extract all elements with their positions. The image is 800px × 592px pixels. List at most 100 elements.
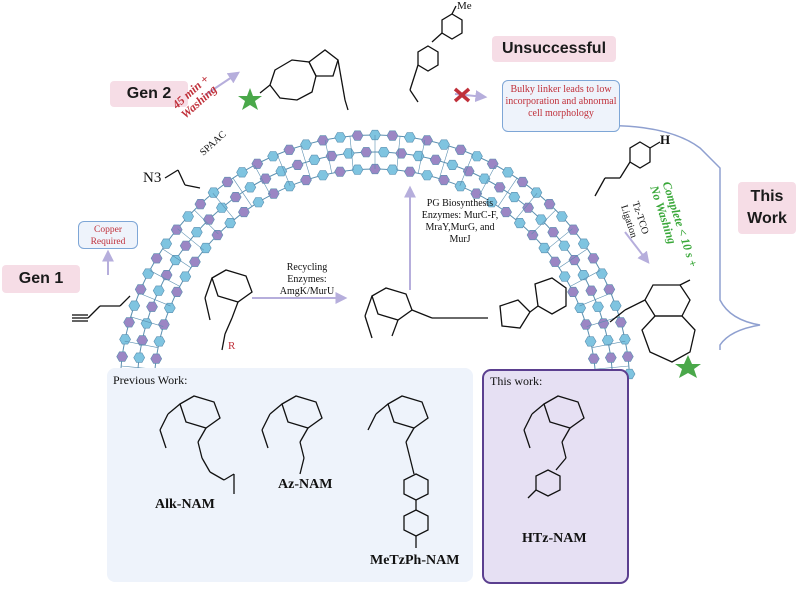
glycan-hexagon (123, 317, 135, 328)
glycan-hexagon (530, 187, 543, 198)
glycan-hexagon (300, 175, 312, 186)
glycan-hexagon (421, 135, 433, 146)
glycan-hexagon (493, 182, 506, 193)
glycan-hexagon (229, 192, 242, 203)
glycan-hexagon (160, 238, 173, 249)
glycan-hexagon (224, 218, 237, 229)
peptide-crosslink (558, 248, 588, 268)
glycan-hexagon (567, 224, 580, 235)
this-work-panel-header: This work: (490, 374, 543, 388)
htz-nam-name: HTz-NAM (522, 531, 587, 546)
glycan-hexagon (351, 164, 364, 175)
tz-tco-product-structure (609, 279, 696, 363)
glycan-hexagon (500, 207, 512, 218)
glycan-hexagon (403, 132, 416, 143)
glycan-hexagon (252, 197, 265, 208)
glycan-hexagon (342, 148, 355, 159)
glycan-hexagon (438, 139, 450, 150)
peptide-crosslink (349, 136, 354, 171)
peptide-crosslink (276, 154, 291, 187)
peptide-crosslink (497, 178, 518, 207)
glycan-hexagon (236, 167, 248, 178)
glycan-hexagon (577, 238, 590, 249)
glycan-hexagon (238, 207, 250, 218)
glycan-hexagon (558, 240, 571, 251)
glycan-hexagon (526, 230, 539, 241)
glycan-hexagon (150, 253, 163, 264)
glycan-hexagon (601, 335, 614, 346)
glycan-hexagon (216, 202, 228, 213)
glycan-hexagon (140, 318, 153, 329)
glycan-hexagon (585, 285, 598, 296)
peptide-crosslink (545, 228, 573, 251)
glycan-hexagon (587, 353, 600, 364)
previous-work-panel (107, 368, 473, 582)
peptide-crosslink (130, 316, 164, 327)
glycan-hexagon (513, 218, 526, 229)
glycan-hexagon (169, 255, 182, 266)
glycan-hexagon (334, 132, 347, 143)
alk-nam-name: Alk-NAM (155, 497, 215, 512)
peptide-crosslink (212, 192, 235, 220)
glycan-hexagon (317, 170, 329, 181)
glycan-hexagon (351, 130, 364, 141)
glycan-hexagon (150, 353, 163, 364)
peptide-crosslink (417, 139, 426, 174)
glycan-hexagon (609, 300, 622, 311)
this-work-label: This Work (738, 182, 796, 234)
glycan-hexagon (283, 181, 296, 192)
peptide-crosslink (579, 292, 612, 307)
udp-nam-structure (364, 277, 567, 339)
glycan-hexagon (574, 302, 587, 314)
glycan-hexagon (592, 301, 604, 312)
glycan-hexagon (470, 188, 483, 199)
glycan-hexagon (471, 151, 483, 162)
glycan-hexagon (454, 144, 467, 155)
gen1-label: Gen 1 (2, 265, 80, 293)
glycan-hexagon (179, 240, 192, 251)
peptide-crosslink (594, 365, 629, 370)
glycan-hexagon (158, 319, 170, 330)
glycan-hexagon (182, 211, 194, 222)
glycan-hexagon (199, 242, 212, 254)
glycan-hexagon (438, 175, 450, 186)
glycan-hexagon (508, 192, 521, 203)
glycan-hexagon (386, 130, 399, 141)
glycan-hexagon (446, 159, 459, 170)
glycan-hexagon (153, 336, 166, 347)
glycan-hexagon (619, 334, 631, 345)
peptide-crosslink (570, 270, 601, 287)
peptide-crosslink (515, 192, 538, 220)
glycan-hexagon (587, 253, 600, 264)
glycan-hexagon (275, 166, 288, 177)
peptide-crosslink (479, 165, 496, 196)
glycan-hexagon (300, 139, 312, 150)
pg-biosynthesis-text: PG Biosynthesis Enzymes: MurC-F, MraY,Mu… (421, 198, 499, 245)
peptidoglycan-strands (114, 129, 636, 382)
peptide-crosslink (162, 248, 192, 268)
htz-linker-structure (594, 141, 661, 197)
arrow-tz-tco (624, 231, 650, 264)
peptide-crosslink (591, 340, 626, 348)
glycan-hexagon (421, 170, 433, 181)
glycan-hexagon (386, 164, 399, 175)
peptide-crosslink (138, 292, 171, 307)
green-star-icon (238, 88, 262, 110)
glycan-hexagon (462, 166, 475, 177)
alk-nam-structure (159, 395, 235, 494)
arrow-gen2 (204, 71, 240, 96)
peptide-crosslink (232, 178, 253, 207)
glycan-hexagon (596, 268, 608, 279)
glycan-hexagon (116, 351, 129, 362)
glycan-hexagon (454, 181, 467, 192)
az-nam-structure (261, 395, 323, 475)
glycan-hexagon (291, 159, 304, 170)
glycan-hexagon (377, 147, 390, 158)
green-star-icon (675, 355, 701, 378)
glycan-hexagon (133, 352, 146, 363)
glycan-hexagon (584, 336, 597, 347)
glycan-hexagon (134, 284, 147, 295)
peptide-crosslink (194, 209, 219, 235)
glycan-hexagon (267, 188, 280, 199)
glycan-hexagon (549, 256, 561, 267)
